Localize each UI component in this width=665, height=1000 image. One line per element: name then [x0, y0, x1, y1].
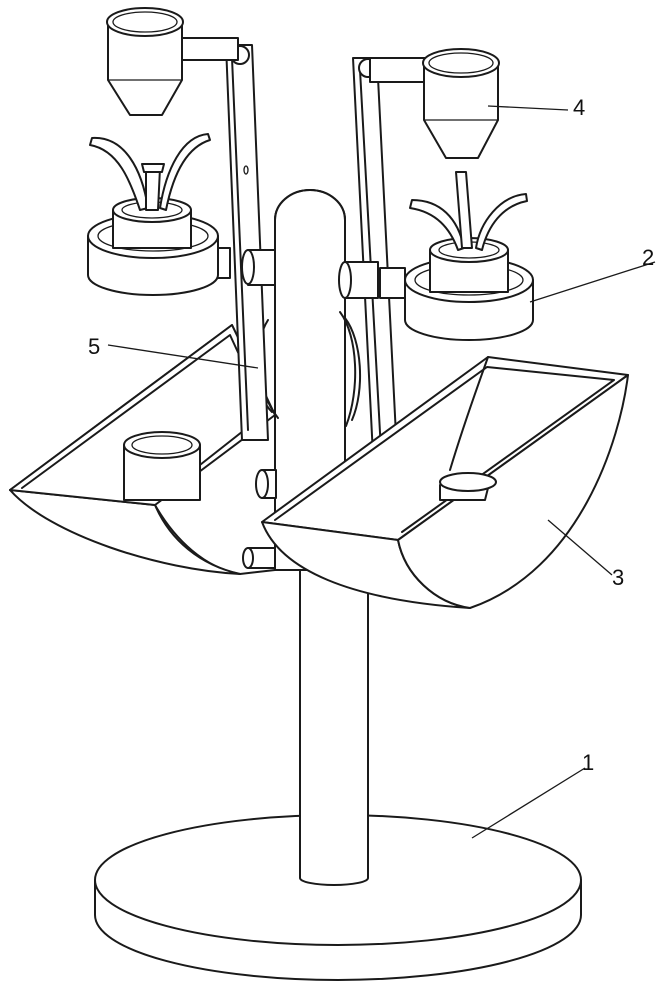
left-cup-holder	[87, 133, 219, 296]
right-cup-holder	[404, 171, 534, 341]
support-column	[299, 559, 369, 886]
callout-drive-wheel: 5	[88, 334, 101, 359]
left-hopper	[106, 7, 184, 116]
left-arm	[177, 37, 276, 441]
callout-planting-cup-holder: 2	[642, 245, 655, 270]
right-hopper	[422, 48, 500, 159]
callout-hopper: 4	[573, 95, 586, 120]
callout-trough: 3	[612, 565, 625, 590]
right-trough	[261, 356, 629, 609]
leader-lines	[107, 105, 656, 839]
callout-base: 1	[582, 750, 595, 775]
